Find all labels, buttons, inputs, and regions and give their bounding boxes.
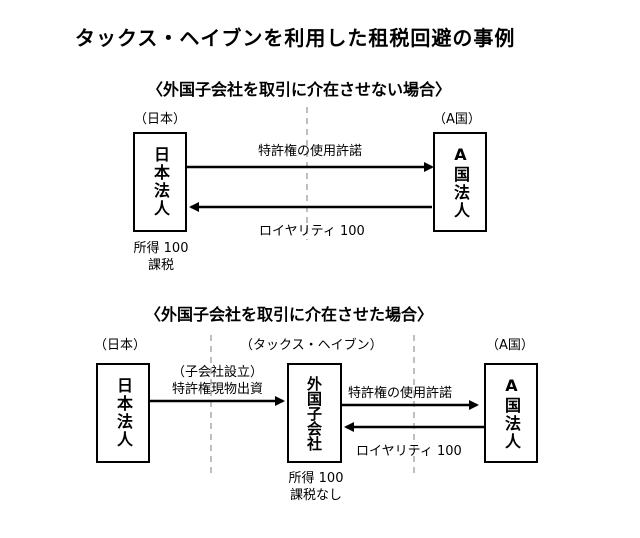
case1-income-line: 所得 100 — [133, 241, 189, 256]
case2-japan-corp-label: 日本法人 — [114, 377, 133, 449]
case1-right-country: （A国） — [433, 112, 481, 127]
case1-heading: 〈外国子会社を取引に介在させない場合〉 — [147, 80, 452, 99]
case1-patent-label: 特許権の使用許諾 — [258, 144, 363, 159]
case2-income-note: 所得 100 課税なし — [276, 470, 356, 504]
page-title: タックス・ヘイブンを利用した租税回避の事例 — [75, 26, 516, 50]
case2-japan-corp-box: 日本法人 — [96, 363, 150, 463]
case2-left-country: （日本） — [94, 338, 147, 353]
case2-a-corp-box: A国法人 — [484, 363, 538, 463]
case2-subsidiary-box: 外国子会社 — [287, 363, 342, 463]
case2-heading: 〈外国子会社を取引に介在させた場合〉 — [145, 305, 434, 324]
case2-middle-country: （タックス・ヘイブン） — [240, 338, 383, 353]
case2-patent-label: 特許権の使用許諾 — [348, 386, 453, 401]
case2-invest-label: （子会社設立） 特許権現物出資 — [150, 364, 285, 398]
case2-income-line: 所得 100 — [288, 471, 344, 486]
case2-a-corp-label: A国法人 — [502, 375, 521, 451]
case2-royalty-label: ロイヤリティ 100 — [356, 444, 462, 459]
case2-tax-line: 課税なし — [289, 488, 342, 503]
case2-invest-line1: （子会社設立） — [171, 365, 263, 380]
case1-japan-corp-label: 日本法人 — [151, 146, 170, 218]
case2-right-country: （A国） — [486, 338, 534, 353]
case1-a-corp-label: A国法人 — [451, 144, 470, 220]
case1-japan-corp-box: 日本法人 — [133, 132, 187, 232]
case1-royalty-label: ロイヤリティ 100 — [259, 224, 365, 239]
case1-tax-line: 課税 — [147, 258, 174, 273]
case1-income-note: 所得 100 課税 — [130, 240, 192, 274]
case2-invest-line2: 特許権現物出資 — [171, 382, 263, 397]
case1-a-corp-box: A国法人 — [433, 132, 487, 232]
case2-subsidiary-label: 外国子会社 — [305, 375, 323, 451]
case1-left-country: （日本） — [134, 112, 187, 127]
